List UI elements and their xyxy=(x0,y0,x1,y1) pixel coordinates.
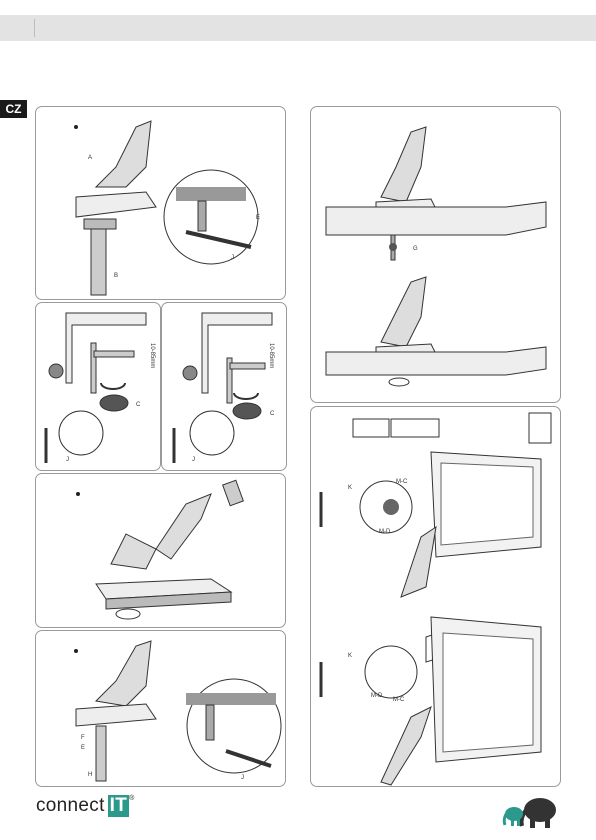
label-a: A xyxy=(88,155,92,161)
label-j: J xyxy=(192,457,195,463)
two-person-lift-icon xyxy=(529,413,551,443)
label-md: M-D xyxy=(371,693,383,699)
arm-mount-illustration: G xyxy=(311,107,560,402)
arm-mount-illustration: F E H J xyxy=(36,631,285,786)
step-panel-base-assembly: A B E J xyxy=(35,106,286,300)
rotation-arrow-icon xyxy=(234,393,258,399)
step-panel-arm-desk xyxy=(35,473,286,628)
clamp-illustration: 10-85mm C J xyxy=(162,303,286,470)
step-panel-vesa-mount: K M-D M-C K M-D M-C xyxy=(310,406,561,787)
label-f: F xyxy=(81,735,85,741)
header-bar xyxy=(0,15,596,41)
brand-name: connect xyxy=(36,795,105,816)
rotation-arrow-icon xyxy=(101,383,125,389)
dim-label: 10-85mm xyxy=(149,343,155,368)
brand-suffix: IT xyxy=(108,795,130,817)
label-j: J xyxy=(241,775,244,781)
step-panel-clamp-b: 10-85mm C J xyxy=(161,302,287,471)
arm-mount-illustration xyxy=(36,474,285,627)
arm-mount-illustration: A B E J xyxy=(36,107,285,299)
rotation-arrow-icon xyxy=(116,609,140,619)
brand-mark: ® xyxy=(129,795,134,802)
label-mc: M-C xyxy=(396,479,408,485)
step-panel-clamp-a: 10-85mm C J xyxy=(35,302,161,471)
label-c: C xyxy=(270,411,275,417)
label-mc: M-C xyxy=(393,697,405,703)
dim-label: 10-85mm xyxy=(268,343,274,368)
clamp-illustration: 10-85mm C J xyxy=(36,303,160,470)
label-e: E xyxy=(256,215,260,221)
step-panel-desk-mount: G xyxy=(310,106,561,403)
elephant-logo-icon xyxy=(500,792,560,828)
label-j: J xyxy=(231,255,234,261)
label-g: G xyxy=(413,246,418,252)
header-divider xyxy=(34,19,35,37)
label-c: C xyxy=(136,402,141,408)
label-b: B xyxy=(114,273,118,279)
label-k: K xyxy=(348,653,352,659)
language-badge: CZ xyxy=(0,100,27,118)
label-k: K xyxy=(348,485,352,491)
label-md: M-D xyxy=(379,529,391,535)
step-panel-grommet: F E H J xyxy=(35,630,286,787)
label-e: E xyxy=(81,745,85,751)
vesa-illustration: K M-D M-C K M-D M-C xyxy=(311,407,560,786)
label-h: H xyxy=(88,772,92,778)
rotation-arrow-icon xyxy=(389,378,409,386)
label-j: J xyxy=(66,457,69,463)
